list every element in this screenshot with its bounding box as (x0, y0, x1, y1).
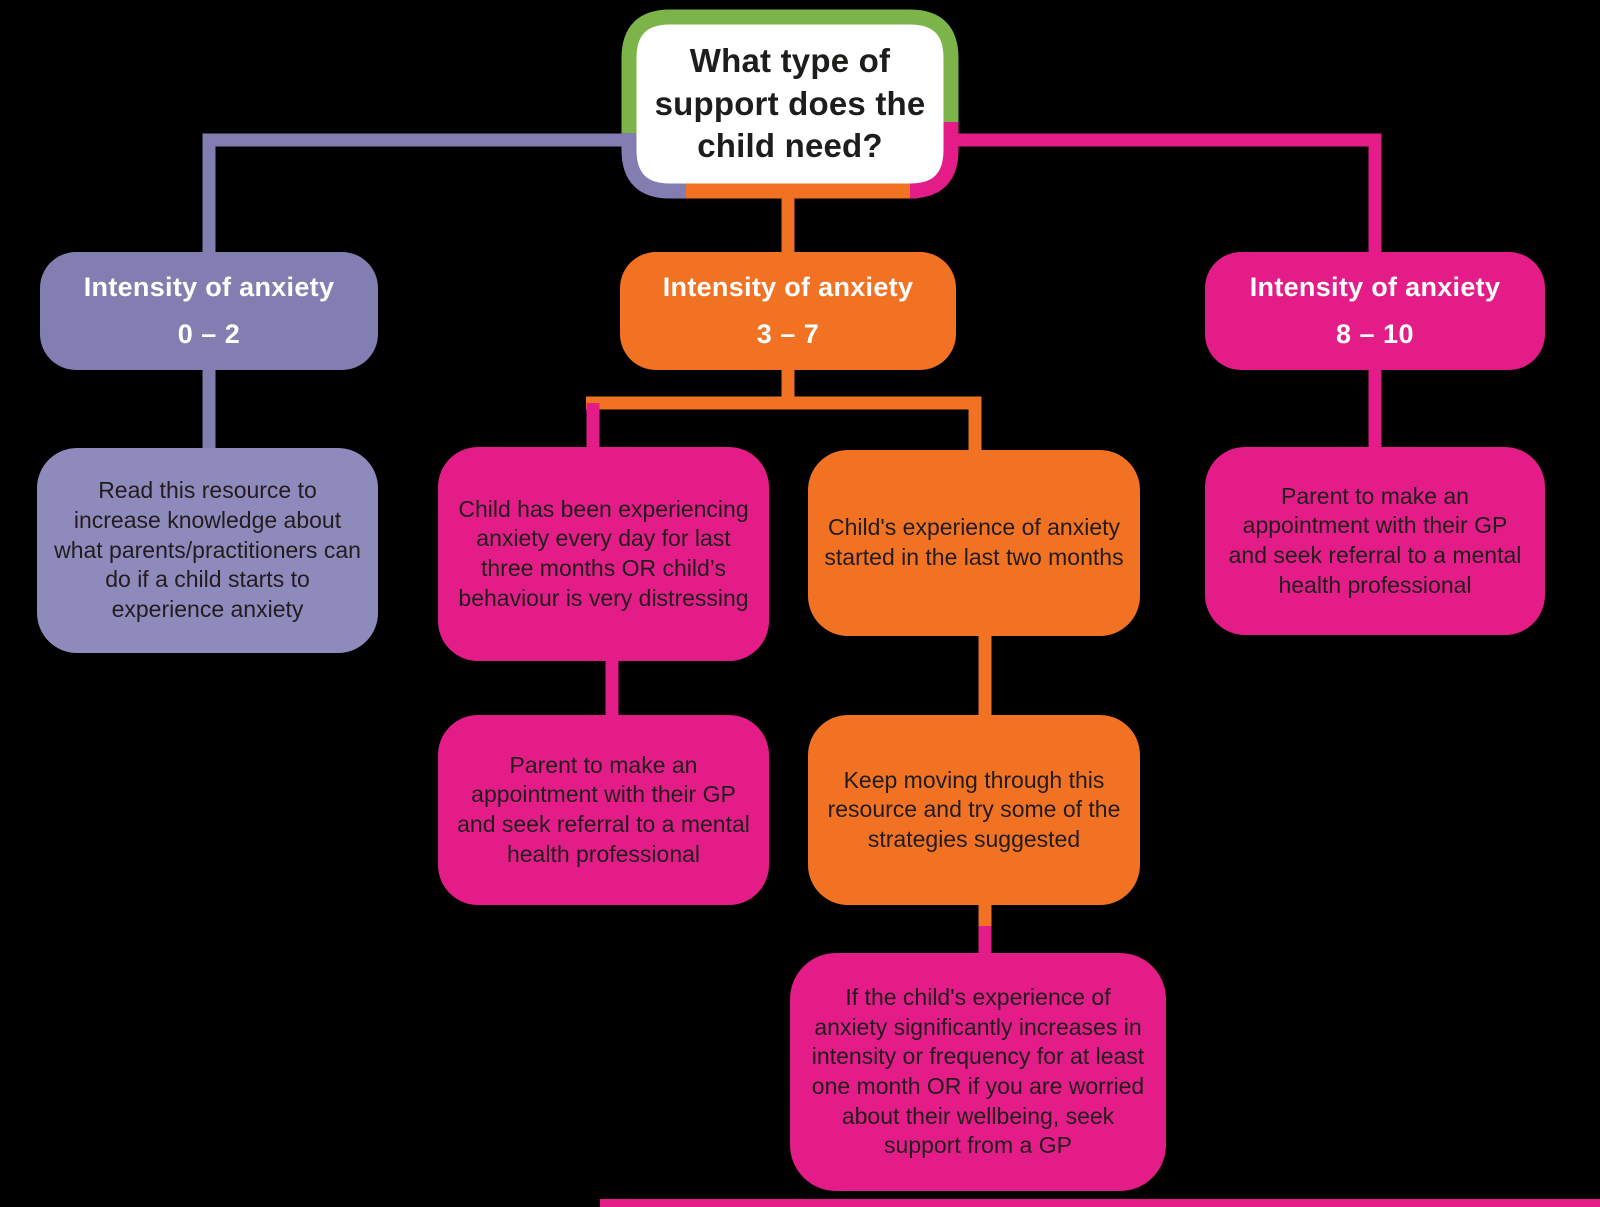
intensity-low-range: 0 – 2 (177, 319, 241, 349)
low-advice-text: Read this resource to increase knowledge… (54, 477, 361, 622)
escalation-advice-box: If the child's experience of anxiety sig… (790, 953, 1166, 1191)
persistent-action-text: Parent to make an appointment with their… (457, 751, 750, 867)
decision-title-box: What type of support does the child need… (622, 10, 958, 198)
connector-title-to-low (202, 133, 629, 252)
persistent-action-box: Parent to make an appointment with their… (438, 715, 769, 905)
recent-action-box: Keep moving through this resource and tr… (808, 715, 1140, 905)
intensity-mid-header: Intensity of anxiety 3 – 7 (620, 252, 956, 370)
low-advice-box: Read this resource to increase knowledge… (37, 448, 378, 653)
persistent-condition-text: Child has been experiencing anxiety ever… (458, 495, 749, 611)
bottom-banner-strip (600, 1199, 1600, 1207)
persistent-condition-box: Child has been experiencing anxiety ever… (438, 447, 769, 661)
recent-action-text: Keep moving through this resource and tr… (827, 766, 1121, 852)
recent-condition-text: Child's experience of anxiety started in… (824, 514, 1124, 570)
intensity-mid-range: 3 – 7 (756, 319, 820, 349)
intensity-high-header: Intensity of anxiety 8 – 10 (1205, 252, 1545, 370)
intensity-mid-label: Intensity of anxiety (662, 272, 914, 302)
escalation-advice-text: If the child's experience of anxiety sig… (811, 984, 1145, 1159)
high-action-box: Parent to make an appointment with their… (1205, 447, 1545, 635)
intensity-high-range: 8 – 10 (1335, 319, 1415, 349)
decision-title: What type of support does the child need… (654, 41, 926, 165)
recent-condition-box: Child's experience of anxiety started in… (808, 450, 1140, 636)
high-action-text: Parent to make an appointment with their… (1228, 482, 1522, 598)
intensity-low-header: Intensity of anxiety 0 – 2 (40, 252, 378, 370)
intensity-high-label: Intensity of anxiety (1249, 272, 1501, 302)
intensity-low-label: Intensity of anxiety (83, 272, 335, 302)
connector-title-to-high (951, 133, 1382, 252)
